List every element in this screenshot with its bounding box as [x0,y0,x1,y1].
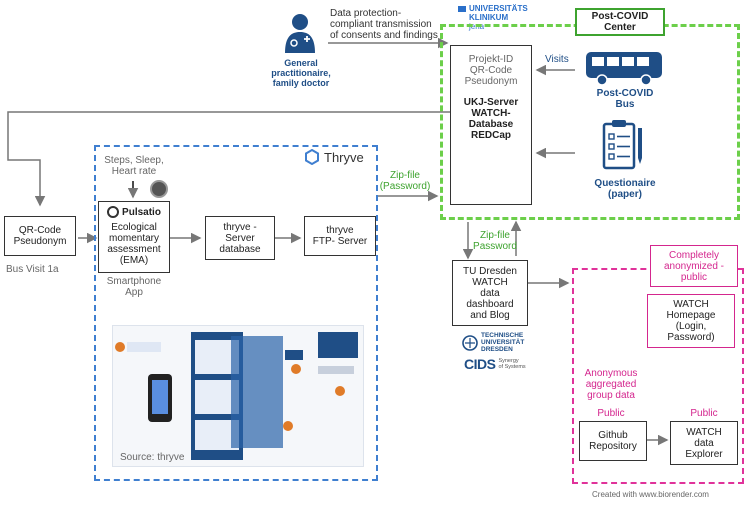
smartwatch-icon [150,180,168,198]
smartphone-label: Smartphone App [106,276,162,298]
thryve-logo: Thryve [304,148,374,166]
clipboard-icon [602,118,644,170]
ukj-logo-icon [458,6,466,12]
tud-logo-icon [462,334,478,351]
bus-visit-label: Bus Visit 1a [6,264,59,275]
sensors-label: Steps, Sleep, Heart rate [104,155,164,177]
questionaire-label: Questionaire (paper) [594,178,656,200]
doctor-icon [283,13,317,53]
thryve-hexagon-icon [305,149,319,165]
visits-label: Visits [545,54,569,65]
gp-label: General practitionaire, family doctor [271,58,331,88]
public-right-label: Public [690,408,718,419]
pulsatio-logo: Pulsatio [107,206,161,218]
thryve-architecture-illustration [112,325,364,467]
aggregated-data-label: Anonymous aggregated group data [584,368,638,401]
tud-logo: TECHNISCHE UNIVERSITÄT DRESDEN [462,332,524,353]
bus-label: Post-COVID Bus [596,88,654,110]
biorender-credit: Created with www.biorender.com [592,490,709,499]
pulsatio-icon [107,206,120,218]
transmission-label: Data protection- compliant transmission … [330,8,438,41]
source-label: Source: thryve [120,452,185,463]
pulsatio-ema-box: Pulsatio Ecological momentary assessment… [98,201,170,273]
public-left-label: Public [597,408,625,419]
zip-upper-label: Zip-file (Password) [379,170,431,192]
ukj-server-box: Projekt-ID QR-Code Pseudonym UKJ-Server … [450,45,532,205]
zip-lower-label: Zip-file Password [473,230,517,252]
thryve-area [94,145,378,481]
cids-logo: CIDS Synergy of Systems [464,356,526,372]
bus-icon [584,50,664,86]
